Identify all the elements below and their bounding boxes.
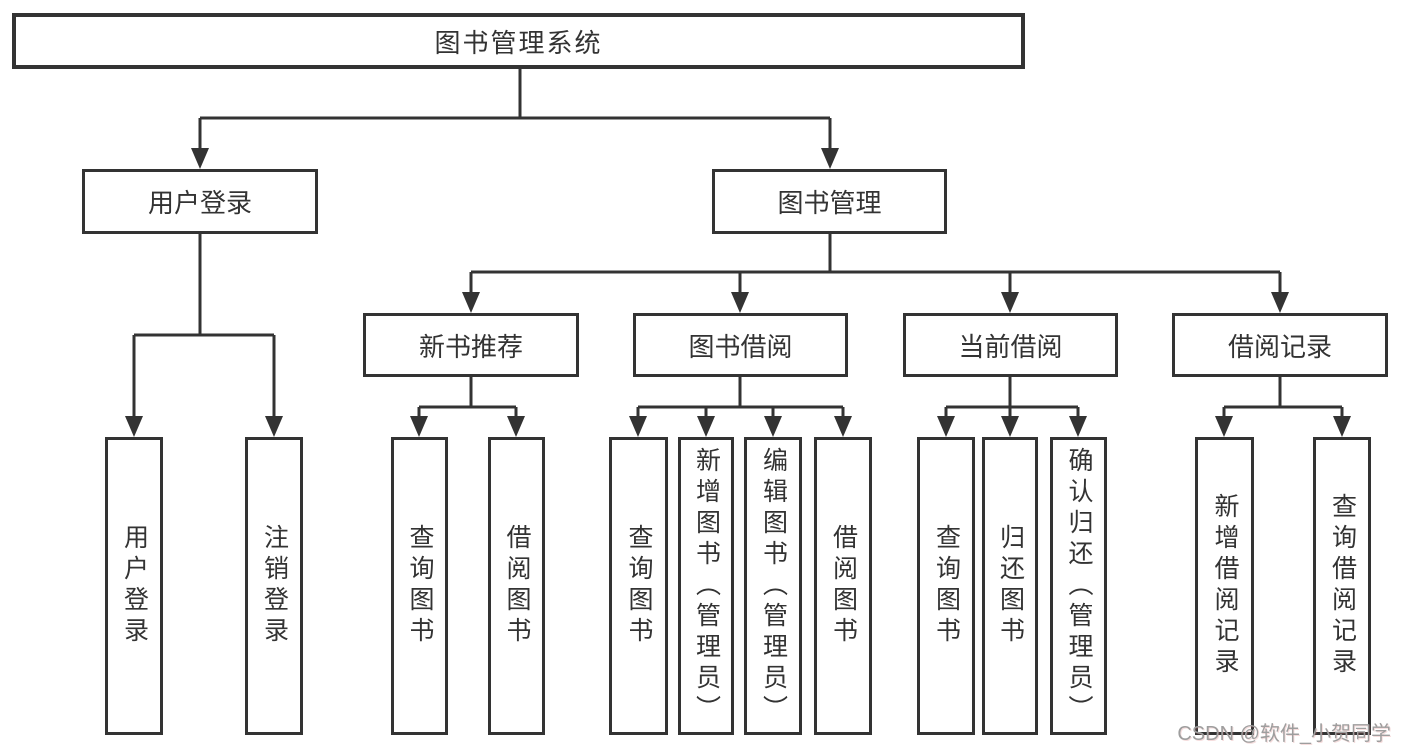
leaf-label: 新增借阅记录 [1211, 493, 1239, 679]
node-current-borrow-label: 当前借阅 [958, 331, 1063, 362]
leaf-label: 查询图书 [932, 524, 961, 648]
node-leaf-confirm-return-admin: 确认归还（管理员） [1050, 437, 1107, 735]
leaf-label: 借阅图书 [503, 524, 531, 648]
node-root-label: 图书管理系统 [434, 27, 603, 58]
connector-user-login-to-leaves [125, 234, 283, 437]
node-book-borrow-label: 图书借阅 [688, 331, 793, 362]
node-borrow-record: 借阅记录 [1172, 313, 1388, 377]
leaf-label: 借阅图书 [829, 524, 858, 648]
node-leaf-newrec-borrow-book: 借阅图书 [488, 437, 545, 735]
node-root: 图书管理系统 [12, 13, 1025, 69]
node-borrow-record-label: 借阅记录 [1227, 331, 1332, 362]
connector-book-mgmt-to-level3 [462, 234, 1289, 313]
node-leaf-query-borrow-record: 查询借阅记录 [1313, 437, 1371, 735]
leaf-label: 编辑图书（管理员） [759, 446, 788, 726]
node-leaf-edit-book-admin: 编辑图书（管理员） [744, 437, 802, 735]
leaf-label: 查询图书 [625, 524, 653, 648]
leaf-label: 确认归还（管理员） [1065, 446, 1093, 726]
leaf-label: 新增图书（管理员） [692, 446, 721, 726]
node-leaf-current-query-book: 查询图书 [917, 437, 975, 735]
leaf-label: 查询借阅记录 [1328, 493, 1357, 679]
node-leaf-return-book: 归还图书 [982, 437, 1038, 735]
node-leaf-borrow-book: 借阅图书 [814, 437, 872, 735]
connector-root-to-level2 [191, 68, 839, 169]
leaf-label: 查询图书 [406, 524, 434, 648]
node-leaf-user-login: 用户登录 [105, 437, 163, 735]
node-leaf-add-book-admin: 新增图书（管理员） [678, 437, 734, 735]
node-user-login: 用户登录 [82, 169, 318, 234]
node-current-borrow: 当前借阅 [903, 313, 1118, 377]
connector-book-borrow-to-leaves [629, 377, 852, 437]
leaf-label: 用户登录 [120, 524, 149, 648]
node-new-book-rec-label: 新书推荐 [418, 331, 523, 362]
node-new-book-rec: 新书推荐 [363, 313, 579, 377]
connector-current-borrow-to-leaves [937, 377, 1087, 437]
node-leaf-newrec-query-book: 查询图书 [391, 437, 448, 735]
node-leaf-borrow-query-book: 查询图书 [609, 437, 668, 735]
leaf-label: 归还图书 [996, 524, 1025, 648]
csdn-watermark: CSDN @软件_小贺同学 [1177, 723, 1391, 745]
connector-new-book-to-leaves [410, 377, 525, 437]
connector-borrow-record-to-leaves [1215, 377, 1351, 437]
node-book-borrow: 图书借阅 [633, 313, 848, 377]
node-leaf-logout: 注销登录 [245, 437, 303, 735]
leaf-label: 注销登录 [260, 524, 289, 648]
node-user-login-label: 用户登录 [147, 188, 252, 218]
node-book-mgmt-label: 图书管理 [777, 188, 882, 218]
node-leaf-add-borrow-record: 新增借阅记录 [1195, 437, 1254, 735]
node-book-mgmt: 图书管理 [712, 169, 947, 234]
